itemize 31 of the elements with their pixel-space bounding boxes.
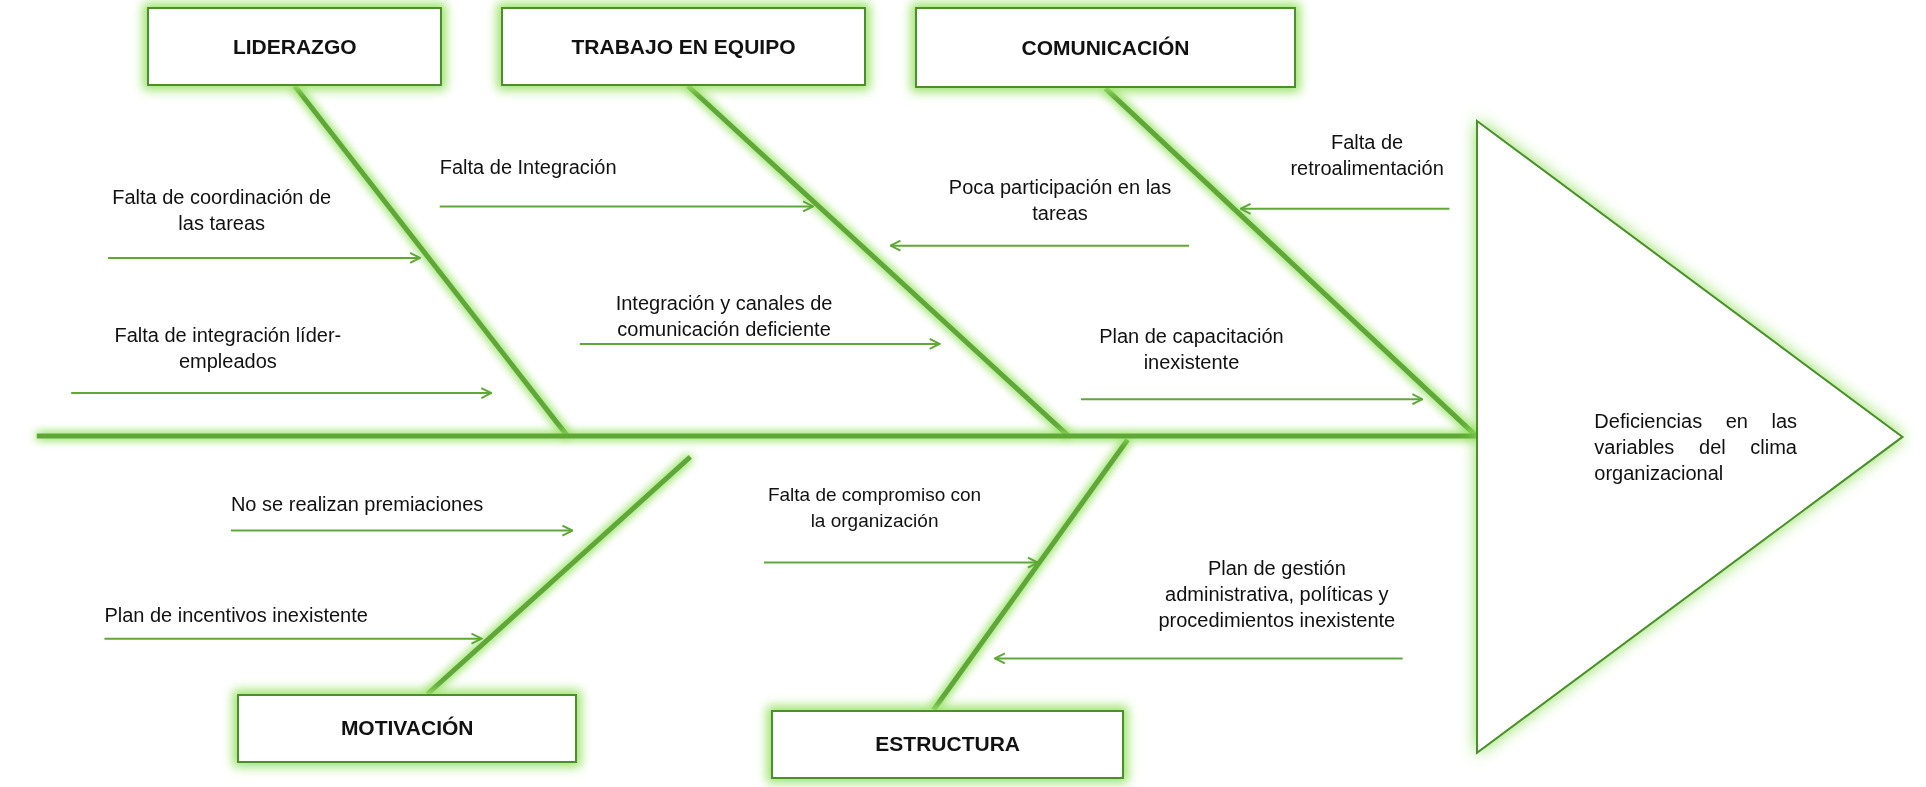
cause-text: Falta de integración líder-empleados	[113, 322, 343, 374]
category-box: ESTRUCTURA	[771, 709, 1124, 779]
cause-text: Plan de incentivos inexistente	[104, 602, 369, 628]
arrow	[70, 387, 493, 400]
arrow	[1239, 202, 1451, 215]
arrow	[889, 239, 1190, 252]
category-box: MOTIVACIÓN	[237, 694, 578, 763]
arrow	[438, 200, 815, 213]
cause-text: Poca participación en las tareas	[947, 175, 1173, 227]
cause-text: Falta de Integración	[439, 154, 618, 180]
cause-text: Falta de coordinación de las tareas	[111, 185, 333, 237]
arrow	[763, 556, 1039, 569]
spine-line	[36, 433, 1477, 439]
cause-text: Falta de compromiso con la organización	[766, 482, 983, 533]
category-box: LIDERAZGO	[147, 7, 443, 86]
arrow	[1079, 393, 1424, 406]
category-box: TRABAJO EN EQUIPO	[501, 7, 866, 86]
arrow	[993, 652, 1404, 665]
bone-line	[425, 455, 692, 696]
arrow	[103, 632, 483, 645]
cause-text: Falta de retroalimentación	[1289, 129, 1445, 181]
effect-text: Deficiencias en las variables del clima organizacional	[1594, 408, 1797, 486]
arrow	[229, 524, 574, 537]
category-box: COMUNICACIÓN	[915, 7, 1296, 89]
cause-text: Plan de gestión administrativa, políticas y procedimientos inexistente	[1157, 556, 1397, 634]
cause-text: No se realizan premiaciones	[230, 492, 485, 518]
cause-text: Plan de capacitación inexistente	[1098, 324, 1285, 376]
bone-line	[931, 438, 1130, 712]
cause-text: Integración y canales de comunicación deficiente	[614, 290, 834, 342]
arrow	[578, 337, 941, 350]
arrow	[107, 251, 422, 264]
